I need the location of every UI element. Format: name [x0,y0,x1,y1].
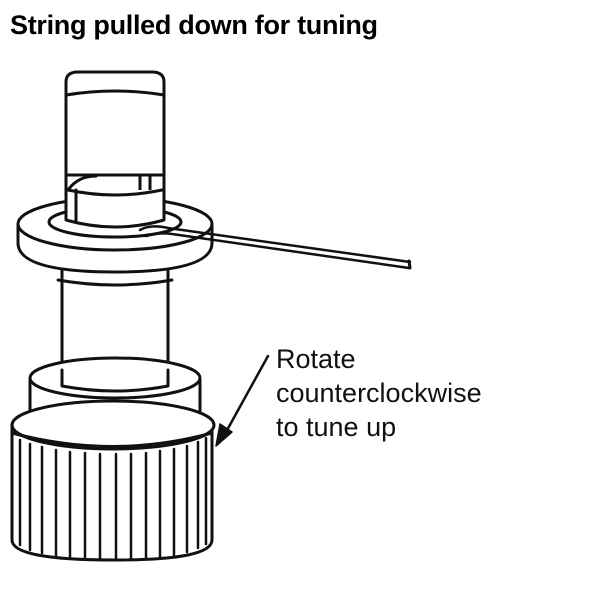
rotation-callout: Rotate counterclockwise to tune up [276,342,482,444]
guitar-string [138,225,412,270]
peg-knob [10,399,216,562]
callout-line-2: counterclockwise [276,378,482,408]
diagram-title: String pulled down for tuning [10,10,378,40]
callout-line-3: to tune up [276,412,397,442]
peg-collar [16,188,214,274]
callout-line-1: Rotate [276,344,356,374]
callout-leader-line [215,354,270,447]
